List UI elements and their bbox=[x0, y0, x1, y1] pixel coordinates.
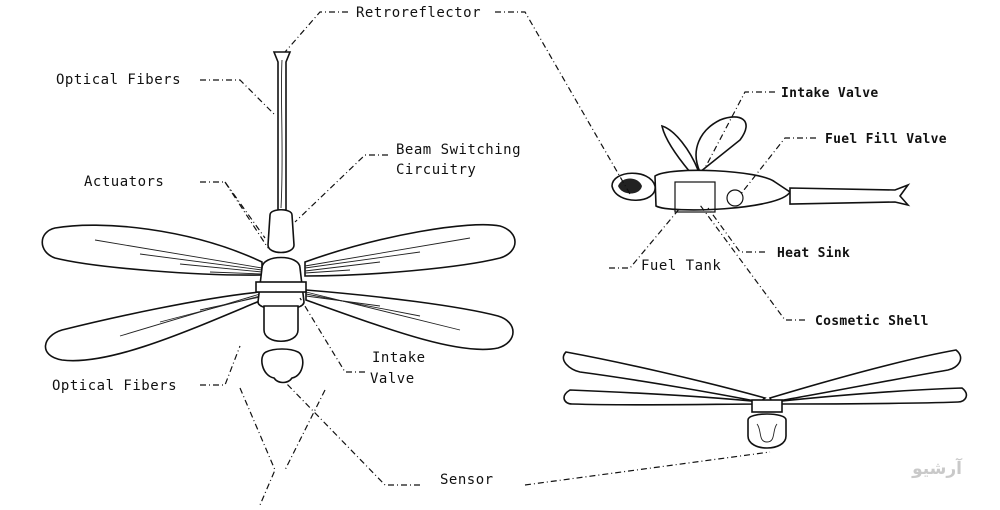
wing-veins-lower-left bbox=[119, 293, 261, 337]
fuel-tank-box bbox=[674, 181, 716, 213]
label-intake-valve-left-2: Valve bbox=[370, 371, 415, 387]
wing-upper-left bbox=[41, 224, 263, 276]
label-actuators: Actuators bbox=[84, 174, 164, 190]
wing-lower-right bbox=[305, 289, 514, 351]
front-wing-upper-left bbox=[562, 351, 767, 403]
side-wing-1 bbox=[695, 116, 747, 174]
abdomen bbox=[267, 208, 295, 254]
lower-body bbox=[263, 305, 299, 343]
label-retroreflector: Retroreflector bbox=[356, 5, 481, 21]
front-wing-lower-left bbox=[563, 389, 764, 406]
label-heat-sink: Heat Sink bbox=[777, 246, 850, 261]
labels: Retroreflector Optical Fibers Beam Switc… bbox=[52, 5, 947, 488]
wing-root bbox=[255, 281, 307, 293]
dragonfly-front-view bbox=[562, 349, 968, 449]
front-head bbox=[747, 413, 787, 449]
leader-lines bbox=[200, 11, 816, 506]
valve-circle bbox=[726, 189, 744, 207]
label-beam-switching-1: Beam Switching bbox=[396, 142, 521, 158]
front-thorax bbox=[751, 399, 783, 413]
watermark-logo: آرشیو bbox=[911, 457, 963, 479]
dragonfly-side-view bbox=[611, 116, 911, 213]
wing-veins-upper-left bbox=[94, 239, 263, 275]
label-sensor: Sensor bbox=[440, 472, 494, 488]
label-optical-fibers-bottom: Optical Fibers bbox=[52, 378, 177, 394]
front-wing-upper-right bbox=[768, 349, 962, 403]
label-intake-valve-left-1: Intake bbox=[372, 350, 426, 366]
label-fuel-tank: Fuel Tank bbox=[641, 258, 721, 274]
label-optical-fibers-top: Optical Fibers bbox=[56, 72, 181, 88]
label-fuel-fill-valve: Fuel Fill Valve bbox=[825, 132, 947, 147]
head bbox=[261, 348, 304, 384]
label-intake-valve-right: Intake Valve bbox=[781, 86, 879, 101]
wing-veins-upper-right bbox=[304, 237, 471, 274]
side-tail bbox=[789, 183, 911, 207]
side-wing-2 bbox=[660, 124, 700, 173]
wing-upper-right bbox=[304, 223, 516, 277]
dragonfly-top-view bbox=[41, 51, 516, 384]
label-beam-switching-2: Circuitry bbox=[396, 162, 476, 178]
wing-veins-lower-right bbox=[305, 291, 461, 331]
front-wing-lower-right bbox=[771, 387, 968, 405]
label-cosmetic-shell: Cosmetic Shell bbox=[815, 314, 929, 329]
